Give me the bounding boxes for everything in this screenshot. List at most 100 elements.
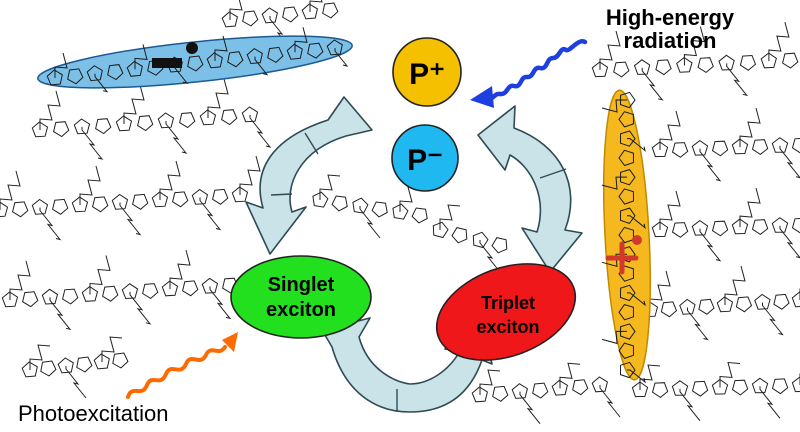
- thiophene-ring: [618, 304, 635, 321]
- thiophene-ring: [411, 207, 428, 224]
- alkyl-side-chain: [599, 385, 621, 418]
- thiophene-ring: [261, 7, 278, 24]
- thiophene-ring: [322, 2, 339, 19]
- thiophene-ring: [619, 91, 636, 109]
- thiophene-ring: [31, 198, 49, 215]
- thiophene-ring: [137, 115, 154, 132]
- alkyl-side-chain: [659, 110, 681, 150]
- wavy-arrow-icon: [126, 332, 238, 399]
- thiophene-ring: [471, 386, 488, 403]
- thiophene-ring: [46, 69, 63, 86]
- wavy-arrow-icon: [470, 39, 588, 108]
- alkyl-side-chain: [719, 361, 741, 388]
- alkyl-side-chain: [779, 225, 800, 259]
- thiophene-ring: [751, 219, 769, 236]
- thiophene-ring: [735, 296, 753, 313]
- thiophene-ring: [21, 361, 38, 378]
- alkyl-side-chain: [101, 336, 123, 362]
- alkyl-side-chain: [768, 21, 790, 62]
- alkyl-side-chain: [479, 369, 501, 395]
- thiophene-ring: [53, 121, 70, 138]
- thiophene-ring: [791, 291, 800, 308]
- thiophene-ring: [73, 118, 91, 135]
- thiophene-ring: [312, 191, 329, 208]
- thiophene-ring: [731, 379, 749, 396]
- alkyl-side-chain: [519, 391, 541, 425]
- thiophene-ring: [619, 361, 636, 379]
- thiophene-ring: [532, 382, 549, 399]
- positive-polaron-chain: [601, 89, 651, 384]
- thiophene-ring: [718, 54, 735, 71]
- thiophene-ring: [618, 342, 635, 359]
- thiophene-ring: [619, 130, 636, 147]
- alkyl-side-chain: [49, 297, 72, 331]
- thiophene-ring: [691, 139, 709, 156]
- alkyl-side-chain: [294, 27, 308, 53]
- alkyl-side-chain: [129, 291, 152, 325]
- thiophene-ring: [731, 138, 749, 155]
- thiophene-ring: [739, 54, 757, 71]
- thiophene-ring: [633, 59, 651, 75]
- thiophene-ring: [619, 284, 636, 302]
- photoexcitation-label: Photoexcitation: [18, 401, 169, 426]
- thiophene-ring: [199, 109, 217, 126]
- thiophene-ring: [242, 10, 259, 27]
- thiophene-ring: [95, 118, 112, 135]
- thiophene-ring: [331, 195, 348, 212]
- blue-chain-ellipse: [37, 35, 353, 89]
- thiophene-ring: [67, 68, 84, 85]
- thiophene-ring: [771, 217, 789, 233]
- thiophene-ring: [782, 52, 799, 69]
- thiophene-ring: [511, 383, 528, 399]
- thiophene-ring: [731, 218, 749, 235]
- alkyl-side-chain: [626, 215, 646, 230]
- negative-polaron-chain: [37, 27, 353, 93]
- thiophene-ring: [112, 352, 129, 369]
- thiophene-ring: [111, 193, 129, 210]
- thiophene-ring: [286, 43, 303, 60]
- charge-dot-icon: [186, 42, 198, 54]
- thiophene-ring: [671, 142, 689, 158]
- thiophene-ring: [691, 219, 709, 236]
- thiophene-ring: [267, 46, 284, 64]
- thiophene-ring: [201, 277, 219, 294]
- thiophene-ring: [231, 186, 249, 203]
- thiophene-ring: [92, 196, 109, 213]
- thiophene-ring: [151, 191, 169, 208]
- thiophene-ring: [472, 231, 489, 249]
- thiophene-ring: [618, 111, 635, 128]
- high-energy-line1: High-energy: [605, 5, 735, 30]
- thiophene-ring: [31, 121, 49, 138]
- thiophene-ring: [121, 283, 139, 300]
- thiophene-ring: [86, 65, 103, 82]
- thiophene-ring: [791, 218, 800, 234]
- thiophene-ring: [81, 285, 99, 302]
- thiophene-ring: [57, 357, 74, 374]
- alkyl-side-chain: [559, 362, 581, 389]
- thiophene-ring: [301, 3, 318, 20]
- thiophene-ring: [619, 323, 636, 340]
- thiophene-ring: [651, 221, 669, 238]
- alkyl-side-chain: [54, 52, 68, 78]
- triplet-ellipse: [435, 263, 577, 361]
- thiophene-ring: [751, 377, 769, 394]
- thiophene-ring: [679, 298, 696, 315]
- high-energy-radiation-label: High-energy radiation: [580, 6, 760, 52]
- singlet-ellipse: [230, 255, 372, 339]
- alkyl-side-chain: [319, 174, 341, 200]
- thiophene-ring: [754, 293, 771, 310]
- alkyl-side-chain: [199, 197, 222, 231]
- thiophene-ring: [221, 109, 238, 126]
- polaron-positive: P⁺: [392, 37, 462, 107]
- thiophene-ring: [12, 201, 29, 218]
- alkyl-side-chain: [79, 165, 101, 205]
- thiophene-ring: [71, 196, 89, 213]
- thiophene-ring: [671, 222, 689, 238]
- alkyl-side-chain: [94, 73, 109, 93]
- thiophene-ring: [52, 198, 69, 215]
- alkyl-side-chain: [9, 260, 31, 300]
- arrow-polaron-to-singlet: [245, 96, 373, 255]
- thiophene-ring: [392, 203, 409, 220]
- thiophene-ring: [206, 52, 223, 69]
- alkyl-side-chain: [626, 138, 646, 152]
